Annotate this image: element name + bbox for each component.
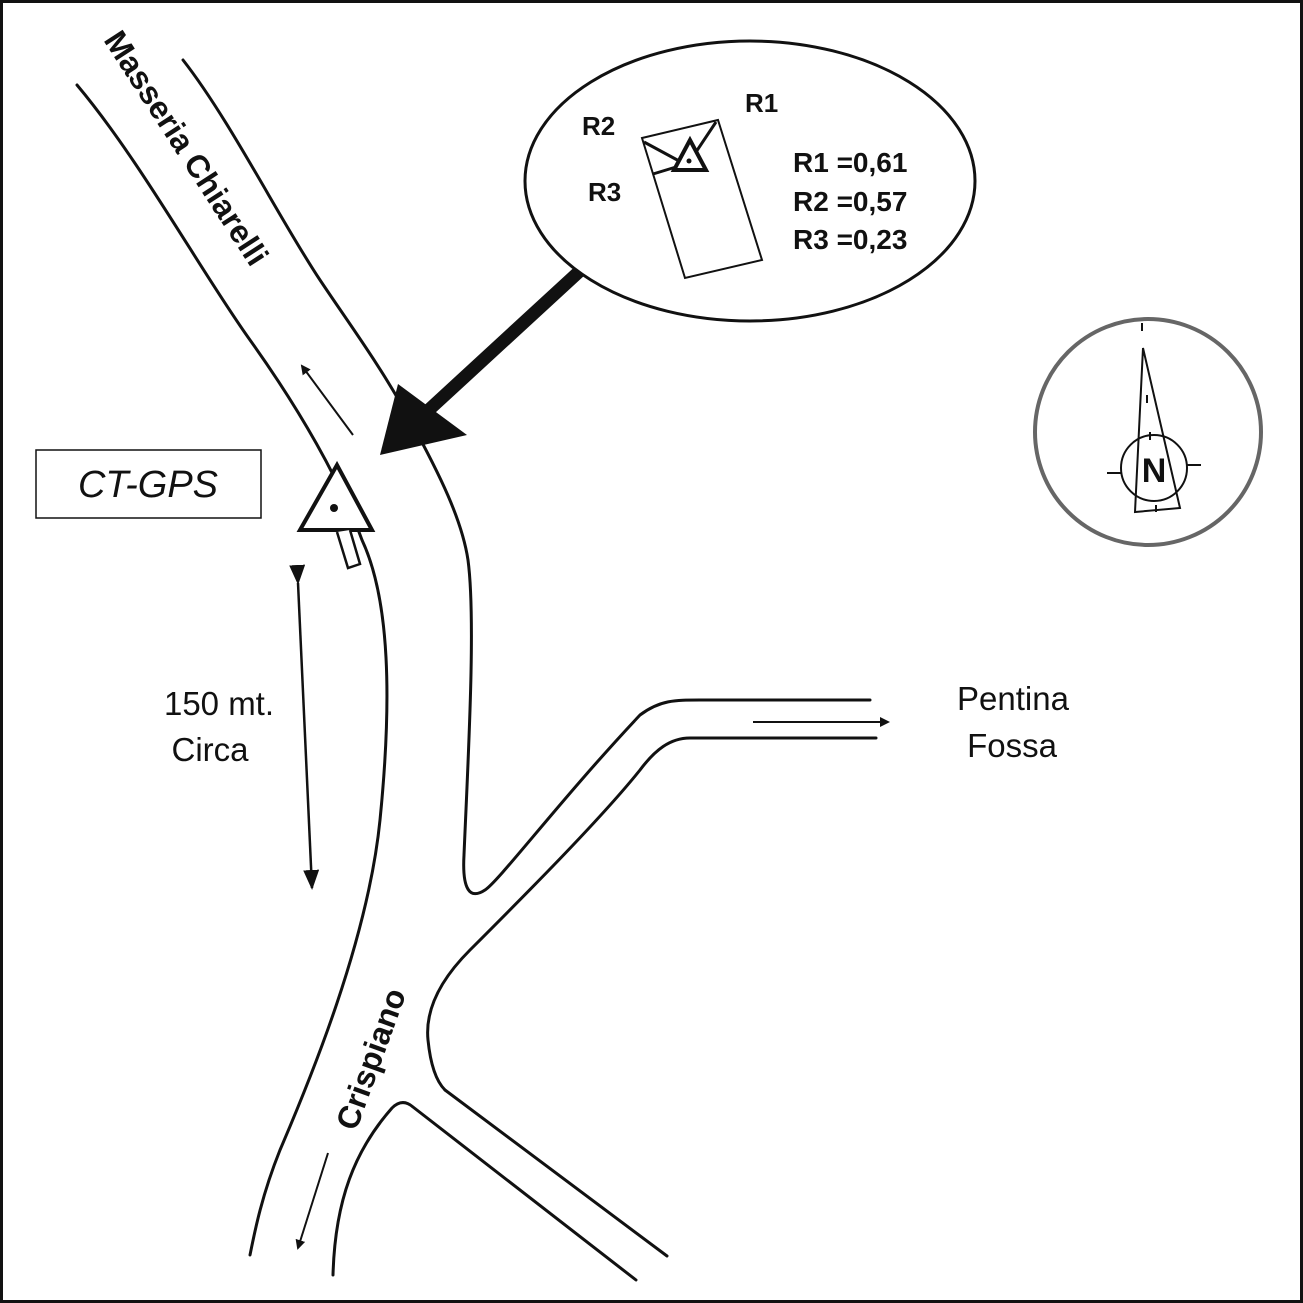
distance-label-line1: 150 mt. (164, 685, 274, 722)
inset-label-r3: R3 (588, 177, 621, 207)
road-label-pentina: Pentina (957, 680, 1070, 717)
inset-reading-r1: R1 =0,61 (793, 147, 907, 178)
direction-arrow-south (295, 1152, 329, 1250)
distance-label-line2: Circa (171, 731, 249, 768)
inset-pointer-shaft (415, 263, 588, 423)
road-east-lower-edge (426, 736, 878, 1092)
road-main-left-edge (75, 83, 389, 1257)
road-label-crispiano: Crispiano (329, 983, 413, 1134)
road-main-right-edge-upper (181, 58, 872, 896)
station-label-box (35, 449, 262, 519)
inset-label-r1: R1 (745, 88, 778, 118)
compass-icon (1033, 317, 1263, 547)
inset-building-icon (640, 118, 764, 280)
inset-label-r2: R2 (582, 111, 615, 141)
inset-reading-r3: R3 =0,23 (793, 224, 907, 255)
road-southeast-upper-edge (443, 1088, 669, 1258)
road-southeast-lower-edge (331, 1101, 638, 1282)
inset-pointer-head (380, 384, 467, 455)
distance-double-arrow (289, 564, 320, 890)
station-marker-icon (296, 460, 376, 570)
compass-north-letter: N (1142, 452, 1167, 490)
inset-ellipse (523, 39, 977, 323)
direction-arrow-north (300, 364, 354, 436)
inset-reading-r2: R2 =0,57 (793, 186, 907, 217)
station-label: CT-GPS (78, 464, 218, 506)
road-label-fossa: Fossa (967, 727, 1058, 764)
